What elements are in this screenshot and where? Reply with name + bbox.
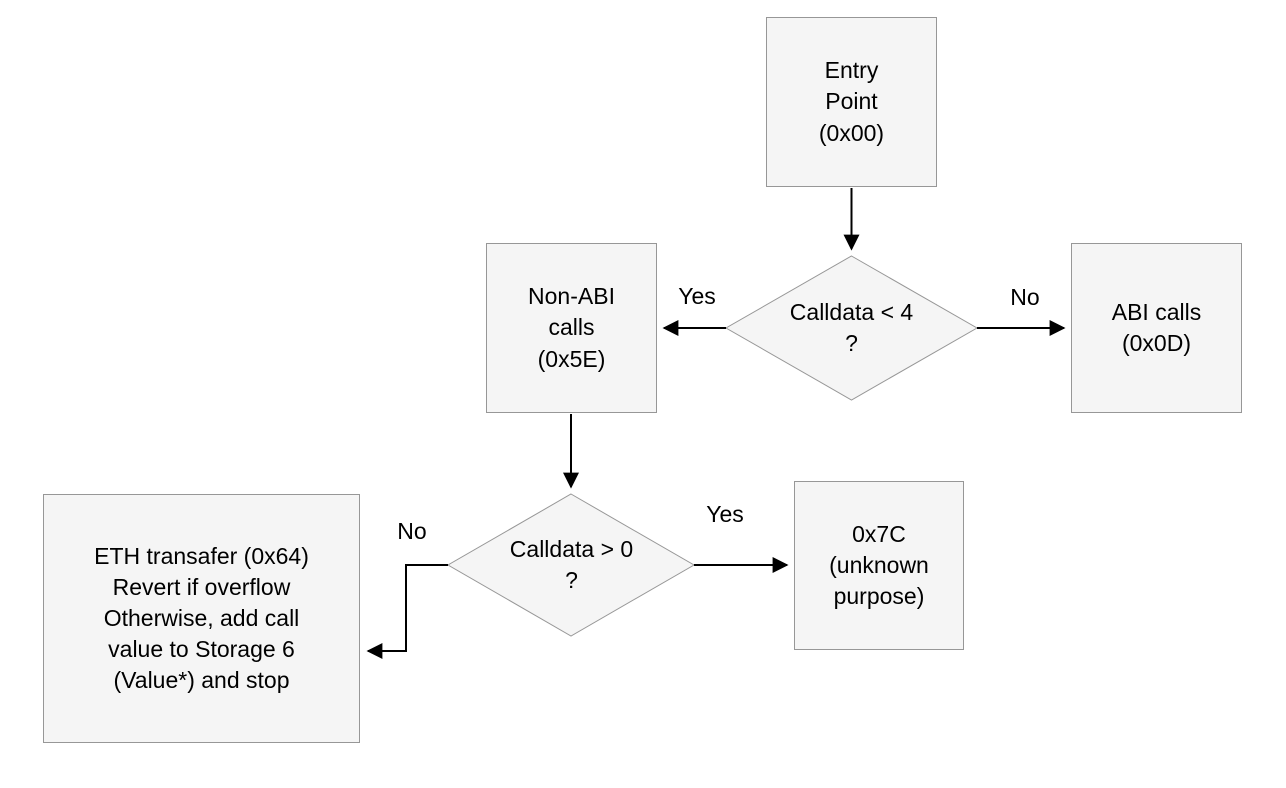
arrow-decision2-no-to-eth — [366, 564, 448, 659]
edge-label-decision2-yes: Yes — [706, 501, 744, 527]
decision-calldata-lt-4-shape — [724, 255, 979, 401]
decision-calldata-gt-0-label: Calldata > 0 ? — [509, 535, 634, 593]
edge-label-decision2-no: No — [397, 518, 427, 544]
decision-calldata-lt-4-label: Calldata < 4 ? — [789, 298, 914, 356]
node-0x7c-unknown-purpose: 0x7C (unknown purpose) — [794, 481, 964, 650]
node-0x7c-unknown-purpose-label: 0x7C (unknown purpose) — [829, 520, 929, 610]
edge-label-decision1-yes: Yes — [678, 283, 716, 309]
node-non-abi-calls: Non-ABI calls (0x5E) — [486, 243, 657, 413]
node-non-abi-calls-label: Non-ABI calls (0x5E) — [528, 283, 615, 372]
edge-label-decision1-no: No — [1010, 284, 1040, 310]
node-abi-calls-label: ABI calls (0x0D) — [1111, 298, 1202, 356]
node-abi-calls: ABI calls (0x0D) — [1071, 243, 1242, 413]
node-entry-point-label: Entry Point (0x00) — [818, 57, 885, 146]
node-eth-transfer-label: ETH transafer (0x64) Revert if overflow … — [94, 542, 309, 694]
node-eth-transfer: ETH transafer (0x64) Revert if overflow … — [43, 494, 360, 743]
decision-calldata-gt-0-shape — [446, 493, 696, 637]
node-entry-point: Entry Point (0x00) — [766, 17, 937, 187]
